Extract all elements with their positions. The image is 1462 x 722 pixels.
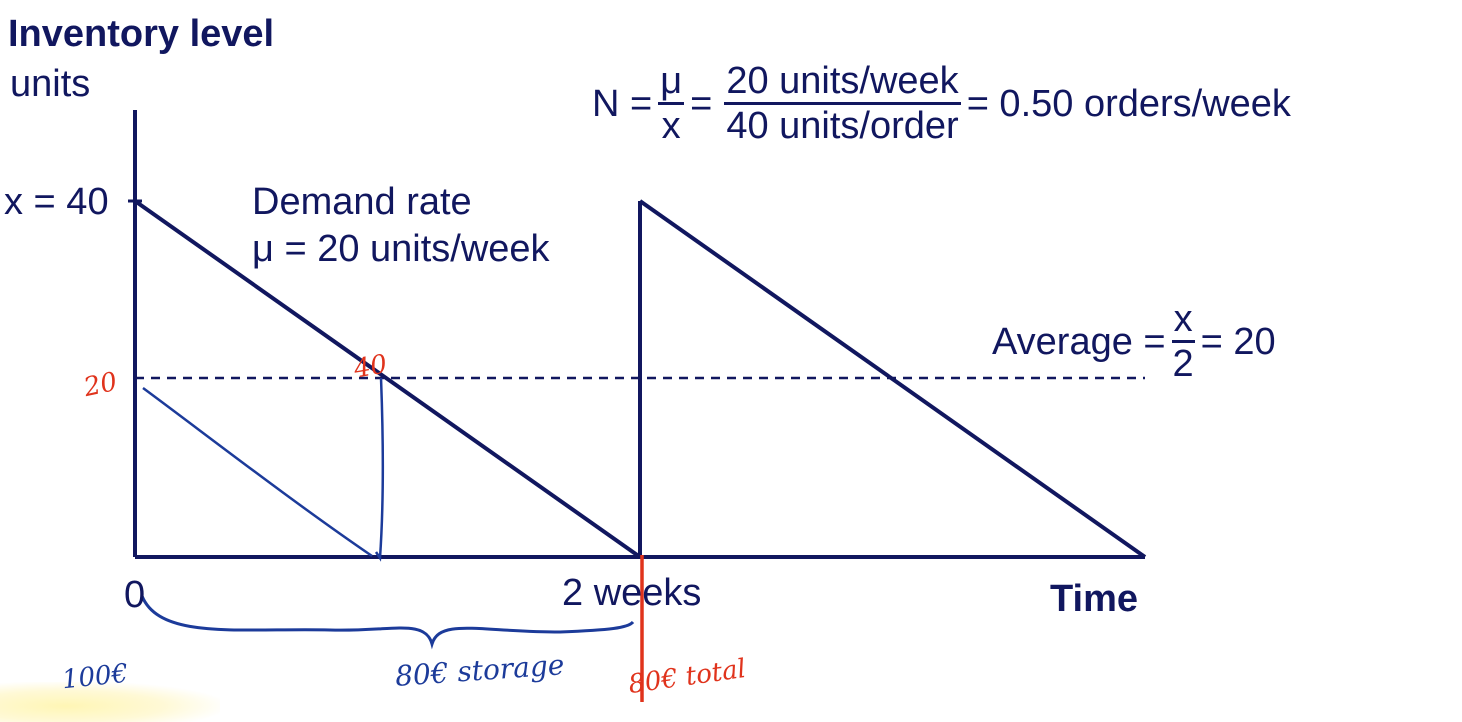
x-tick-zero: 0 [124, 574, 146, 616]
inventory-diagram [128, 110, 1147, 702]
units-label: units [10, 63, 91, 105]
formula-rhs: = 0.50 orders/week [966, 82, 1291, 125]
fraction-numerator: 20 units/week [724, 62, 961, 105]
fraction-x-over-2: x 2 [1171, 300, 1195, 385]
formula-equals: = [690, 82, 713, 125]
formula-lhs: N = [592, 82, 653, 125]
x-axis-label: Time [1050, 578, 1139, 620]
x-tick-two-weeks: 2 weeks [562, 572, 702, 614]
fraction-units: 20 units/week 40 units/order [724, 62, 961, 147]
fraction-denominator: 2 [1172, 343, 1194, 385]
hand-blue-brace [140, 595, 635, 650]
order-frequency-formula: N = μ x = 20 units/week 40 units/order =… [592, 62, 1291, 145]
axis-title: Inventory level [8, 13, 275, 55]
demand-rate-value: μ = 20 units/week [252, 228, 550, 270]
demand-rate-label: Demand rate [252, 181, 472, 223]
fraction-mu-over-x: μ x [658, 62, 685, 147]
fraction-numerator: x [1171, 300, 1195, 343]
fraction-denominator: 40 units/order [726, 105, 959, 147]
decline-line-1 [133, 199, 642, 559]
hand-red-40: 40 [351, 349, 390, 385]
hand-blue-diagonal [142, 386, 373, 558]
average-suffix: = 20 [1200, 320, 1276, 363]
average-formula: Average = x 2 = 20 [992, 300, 1276, 383]
fraction-denominator: x [661, 105, 681, 147]
fraction-numerator: μ [658, 62, 685, 105]
y-value-label: x = 40 [4, 181, 109, 223]
hand-blue-vertical [374, 377, 384, 562]
average-prefix: Average = [992, 320, 1166, 363]
